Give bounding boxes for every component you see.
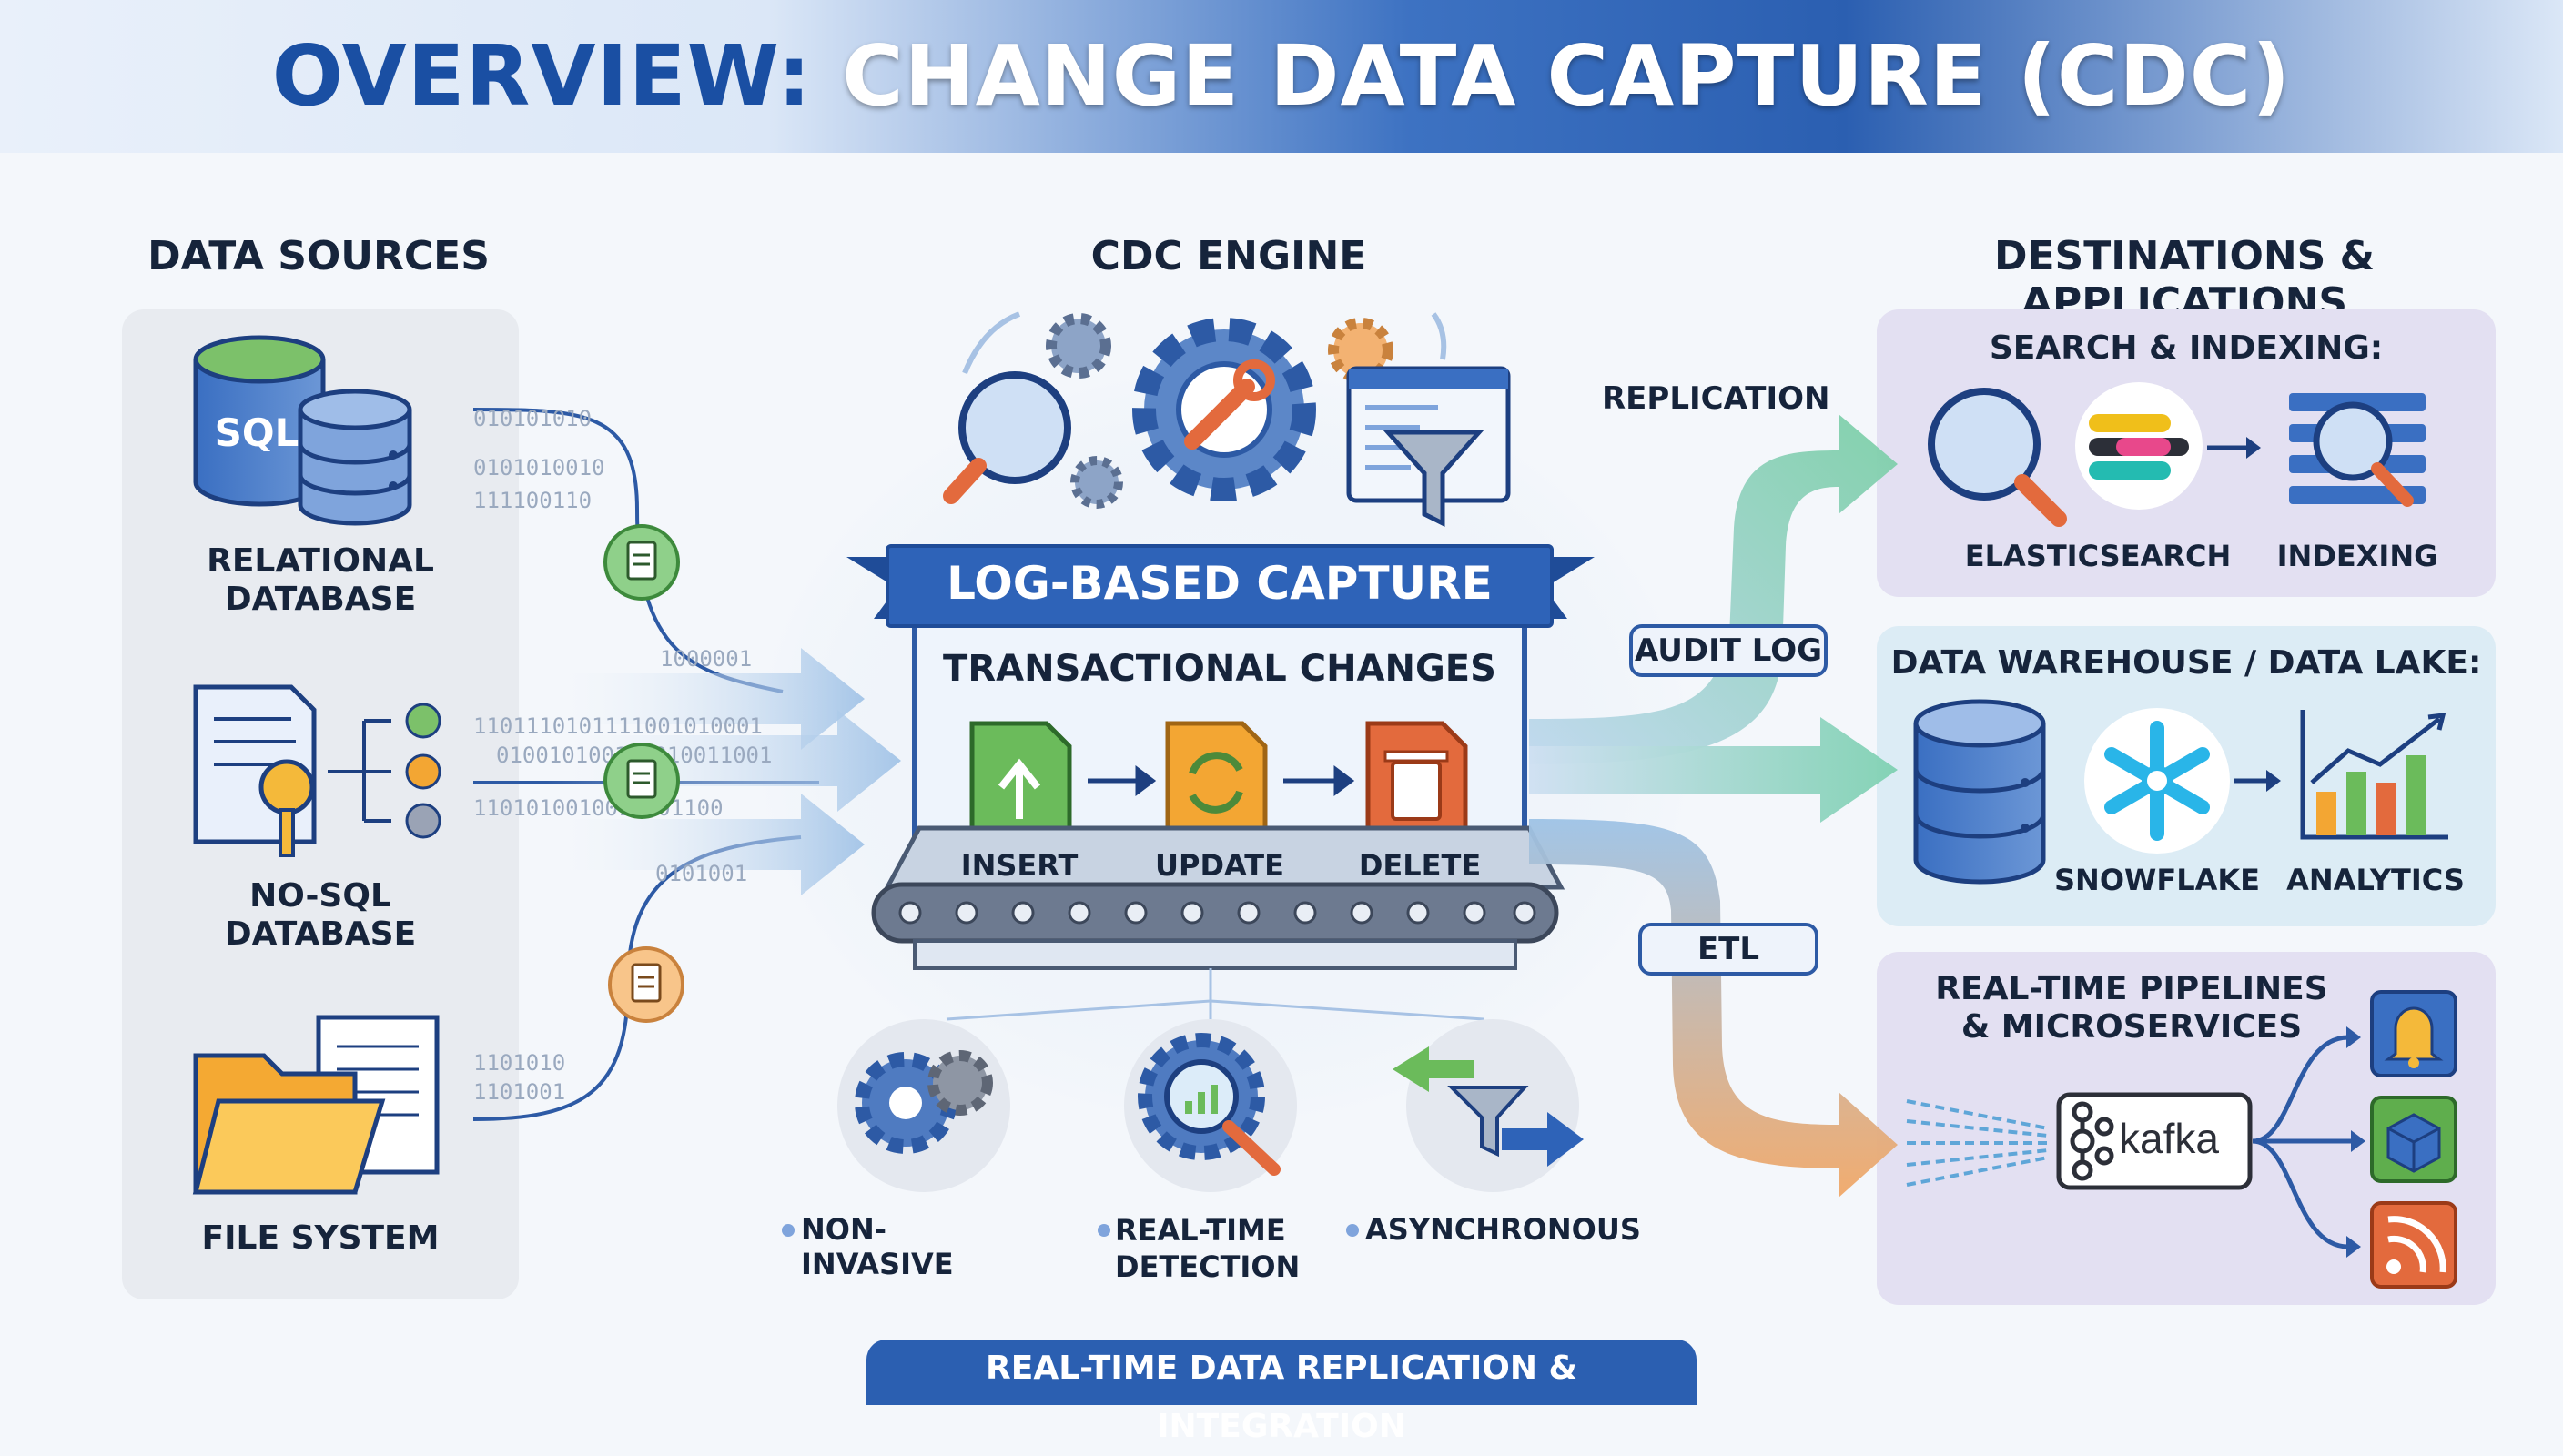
title-part-2: CHANGE DATA CAPTURE (CDC) <box>842 27 2292 125</box>
kafka-branches <box>2252 1035 2353 1249</box>
search-title: SEARCH & INDEXING: <box>1989 329 2384 367</box>
pipelines-title-line-2: & MICROSERVICES <box>1960 1008 2303 1046</box>
engine-heading: CDC ENGINE <box>1090 233 1367 279</box>
banner-label: LOG-BASED CAPTURE <box>947 557 1493 610</box>
engine-subtitle: TRANSACTIONAL CHANGES <box>943 648 1496 690</box>
update-icon <box>1165 721 1268 842</box>
sources-heading: DATA SOURCES <box>147 233 490 279</box>
non-invasive-gear-icon <box>837 1019 1010 1192</box>
document-key-icon <box>193 684 441 857</box>
binary-1: 010101010 <box>473 406 592 431</box>
title-part-1: OVERVIEW: <box>271 27 813 125</box>
page-title: OVERVIEW: CHANGE DATA CAPTURE (CDC) <box>0 27 2563 125</box>
real-time-detection-icon <box>1124 1019 1297 1192</box>
etl-pill: ETL <box>1638 923 1818 976</box>
delete-icon <box>1365 721 1468 842</box>
binary-stream: 010101010 0101010010 111100110 1000001 1… <box>473 406 772 1105</box>
feature-real-time: REAL-TIME DETECTION <box>1115 1212 1301 1285</box>
warehouse-flow <box>1529 717 1898 823</box>
binary-2: 0101010010 <box>473 455 605 480</box>
inflow-arrows <box>546 648 901 895</box>
title-bar <box>0 0 2563 153</box>
banner-ribbon <box>886 544 1554 628</box>
binary-5: 1101110101111001010001 <box>473 713 763 739</box>
op-insert: INSERT <box>960 848 1079 883</box>
elasticsearch-logo <box>2075 382 2203 510</box>
relational-label: RELATIONAL DATABASE <box>140 542 501 619</box>
diagram-graphics: 010101010 0101010010 111100110 1000001 1… <box>192 311 2457 1289</box>
conveyor-belt <box>871 825 1565 970</box>
sql-badge: SQL <box>215 410 299 455</box>
op-delete: DELETE <box>1358 848 1482 883</box>
feature-non-invasive: NON-INVASIVE <box>801 1212 954 1281</box>
branch-arrowheads <box>2346 1026 2365 1258</box>
filesystem-label: FILE SYSTEM <box>201 1219 440 1257</box>
binary-3: 111100110 <box>473 488 592 513</box>
binary-7: 1101010010011001100 <box>473 795 724 821</box>
footer-banner: REAL-TIME DATA REPLICATION & INTEGRATION <box>866 1340 1697 1445</box>
nosql-line-1: NO-SQL <box>249 877 391 915</box>
nosql-line-2: DATABASE <box>224 915 417 953</box>
binary-10: 1101001 <box>473 1079 565 1105</box>
warehouse-title: DATA WAREHOUSE / DATA LAKE: <box>1890 644 2482 682</box>
binary-8: 0101001 <box>655 861 747 886</box>
magnifier-icon <box>943 371 1071 504</box>
gear-wrench-icon <box>1132 318 1316 501</box>
es-arrow <box>2207 437 2261 459</box>
stream-lines <box>1906 1099 2049 1187</box>
op-arrows <box>1088 765 1355 796</box>
binary-4: 1000001 <box>660 646 752 672</box>
feature-asynchronous: ASYNCHRONOUS <box>1365 1212 1641 1247</box>
elasticsearch-label: ELASTICSEARCH <box>1964 539 2232 573</box>
audit-log-pill: AUDIT LOG <box>1629 624 1828 677</box>
snowflake-logo <box>2084 708 2230 854</box>
box-icon <box>2370 1096 2457 1183</box>
snowflake-label: SNOWFLAKE <box>2054 863 2260 897</box>
indexing-icon <box>2289 393 2426 507</box>
nosql-label: NO-SQL DATABASE <box>140 877 501 954</box>
feature-real-time-line-2: DETECTION <box>1115 1249 1301 1284</box>
connector-doc-badge-2 <box>603 743 680 819</box>
warehouse-database-icon <box>1913 699 2046 885</box>
relational-line-2: DATABASE <box>224 581 417 618</box>
folder-icon <box>192 1015 440 1195</box>
binary-9: 1101010 <box>473 1050 565 1076</box>
search-magnifier-icon <box>1928 388 2067 527</box>
kafka-label: kafka <box>2119 1115 2219 1162</box>
feature-bullets <box>782 1224 1359 1237</box>
analytics-label: ANALYTICS <box>2286 863 2465 897</box>
rss-icon <box>2370 1201 2457 1289</box>
pipelines-title-line-1: REAL-TIME PIPELINES <box>1935 970 2328 1007</box>
snowflake-arrow <box>2234 770 2281 792</box>
etl-flow <box>1529 819 1898 1198</box>
connector-doc-badge-3 <box>608 946 684 1023</box>
kafka-box <box>2056 1092 2253 1190</box>
pipelines-title: REAL-TIME PIPELINES & MICROSERVICES <box>1877 970 2386 1046</box>
sql-database-icon <box>193 335 412 526</box>
replication-label: REPLICATION <box>1602 380 1830 417</box>
feature-real-time-line-1: REAL-TIME <box>1115 1213 1286 1248</box>
indexing-label: INDEXING <box>2276 539 2438 573</box>
analytics-chart-icon <box>2300 710 2448 840</box>
small-gear-icon <box>1046 313 1393 509</box>
insert-icon <box>969 721 1072 842</box>
relational-line-1: RELATIONAL <box>207 542 434 580</box>
funnel-icon <box>1346 366 1511 528</box>
op-update: UPDATE <box>1155 848 1284 883</box>
connector-doc-badge-1 <box>603 524 680 601</box>
replication-flow <box>1529 414 1898 764</box>
asynchronous-icon <box>1393 1019 1584 1192</box>
bell-icon <box>2370 990 2457 1077</box>
